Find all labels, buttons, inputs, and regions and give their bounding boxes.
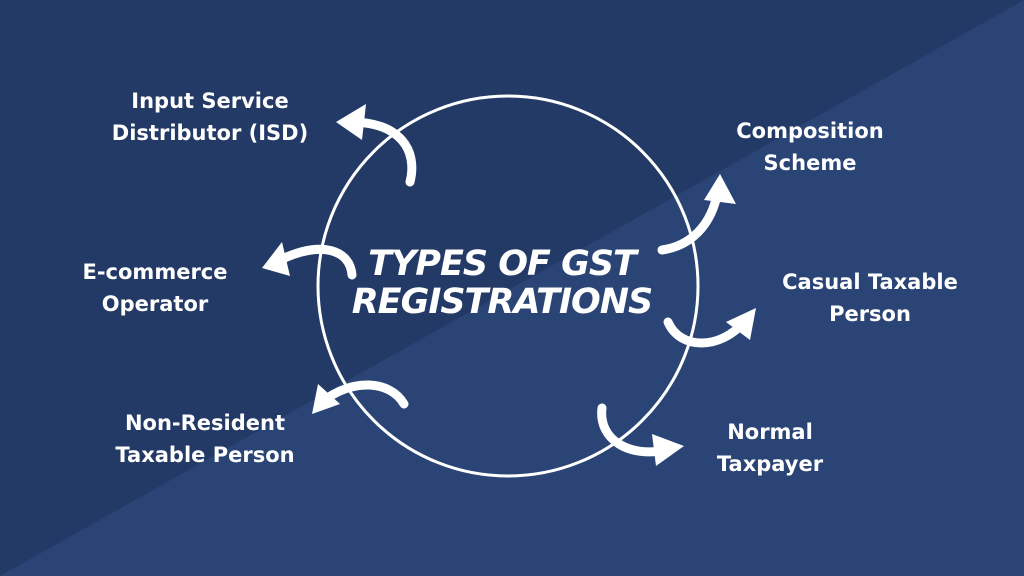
arrow-to-nonresident <box>312 380 409 414</box>
arrow-to-normal <box>597 403 684 466</box>
node-label-line: Distributor (ISD) <box>111 121 309 145</box>
node-label-nonresident: Non-Resident Taxable Person <box>80 407 330 471</box>
node-label-line: Casual Taxable <box>782 270 958 294</box>
node-label-line: E-commerce <box>82 260 228 284</box>
arrow-to-composition <box>657 174 736 255</box>
node-label-normal: Normal Taxpayer <box>680 416 860 480</box>
center-circle <box>316 94 700 478</box>
node-label-line: Operator <box>101 292 209 316</box>
node-label-line: Taxable Person <box>115 443 295 467</box>
node-label-composition: Composition Scheme <box>700 115 920 179</box>
node-label-line: Scheme <box>763 151 857 175</box>
arrow-to-ecommerce <box>262 242 357 280</box>
node-label-line: Input Service <box>131 89 289 113</box>
node-label-line: Non-Resident <box>124 411 286 435</box>
node-label-line: Taxpayer <box>716 452 824 476</box>
node-label-casual: Casual Taxable Person <box>750 266 990 330</box>
node-label-isd: Input Service Distributor (ISD) <box>80 85 340 149</box>
node-label-line: Composition <box>736 119 884 143</box>
diagram-title-line-1: TYPES OF GST <box>368 244 637 284</box>
diagram-title-line-2: REGISTRATIONS <box>351 282 654 322</box>
node-label-line: Normal <box>727 420 813 444</box>
arrow-to-isd <box>336 104 417 187</box>
arrow-to-casual <box>663 308 756 348</box>
node-label-line: Person <box>829 302 911 326</box>
node-label-ecommerce: E-commerce Operator <box>40 256 270 320</box>
